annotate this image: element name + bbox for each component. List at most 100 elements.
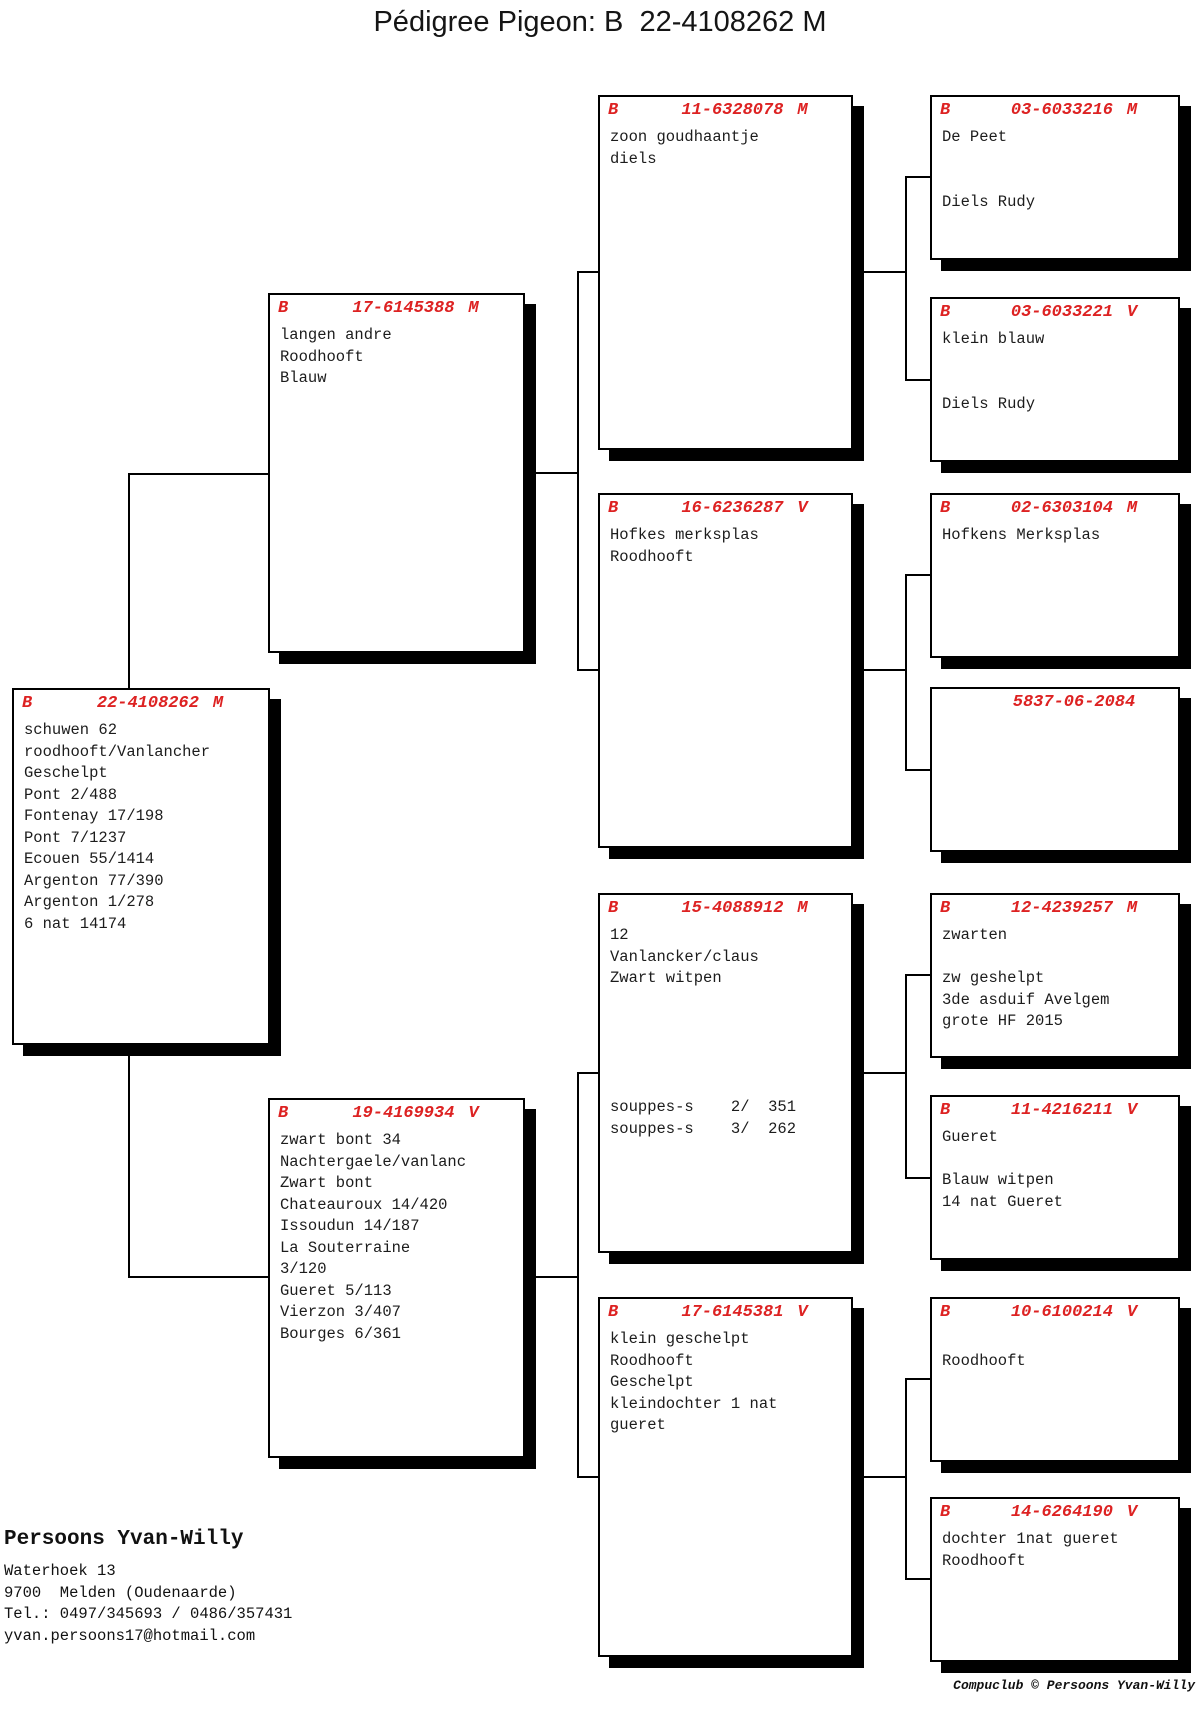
pedigree-box-mm: B 17-6145381 V klein geschelpt Roodhooft … [598,1297,853,1657]
sex-code: M [797,899,808,918]
sex-code: V [1126,1503,1138,1522]
sex-code: M [1126,499,1138,518]
pedigree-notes: schuwen 62 roodhooft/Vanlancher Geschelp… [24,721,211,933]
connector-line [905,1177,932,1179]
pedigree-notes: zwarten zw geshelpt 3de asduif Avelgem g… [942,926,1110,1030]
pedigree-box-fmm: 5837-06-2084 [930,687,1180,852]
ring-number: 5837-06-2084 [1012,693,1136,712]
ring-number: 19-4169934 [352,1104,455,1123]
country-code: B [940,1101,951,1120]
country-code: B [278,299,289,318]
connector-line [905,1578,932,1580]
pedigree-notes: Gueret Blauw witpen 14 nat Gueret [942,1128,1063,1211]
ring-number: 14-6264190 [1010,1503,1113,1522]
connector-line [577,271,600,273]
pedigree-notes: klein geschelpt Roodhooft Geschelpt klei… [610,1330,778,1434]
country-code: B [22,694,33,713]
pedigree-notes: 12 Vanlancker/claus Zwart witpen souppes… [610,926,797,1138]
country-code: B [940,1503,951,1522]
sex-code: M [1126,899,1138,918]
pedigree-notes: De Peet Diels Rudy [942,128,1036,211]
ring-header: B 19-4169934 V [270,1100,523,1125]
ring-number: 11-6328078 [681,101,784,120]
ring-header: B 17-6145381 V [600,1299,851,1324]
connector-line [853,271,905,273]
connector-line [128,1043,130,1278]
connector-line [577,271,579,671]
ring-header: B 03-6033221 V [932,299,1178,324]
pedigree-notes: zwart bont 34 Nachtergaele/vanlanc Zwart… [280,1131,467,1343]
ring-number: 03-6033216 [1010,101,1113,120]
ring-header: B 22-4108262 M [14,690,268,715]
connector-line [577,1476,600,1478]
connector-line [905,176,907,381]
sex-code: M [1126,101,1138,120]
ring-header: B 14-6264190 V [932,1499,1178,1524]
country-code: B [940,303,951,322]
sex-code: V [1126,1101,1138,1120]
pedigree-box-subject: B 22-4108262 M schuwen 62 roodhooft/Vanla… [12,688,270,1045]
pedigree-notes: Hofkes merksplas Roodhooft [610,526,759,566]
connector-line [128,1276,270,1278]
pedigree-box-fff: B 03-6033216 M De Peet Diels Rudy [930,95,1180,260]
connector-line [905,574,932,576]
country-code: B [940,1303,951,1322]
ring-number: 03-6033221 [1010,303,1113,322]
ring-number: 10-6100214 [1010,1303,1113,1322]
connector-line [577,1072,600,1074]
pedigree-box-mother: B 19-4169934 V zwart bont 34 Nachtergaele… [268,1098,525,1458]
pedigree-box-mf: B 15-4088912 M 12 Vanlancker/claus Zwart … [598,893,853,1253]
connector-line [905,1378,907,1580]
ring-number: 17-6145381 [681,1303,784,1322]
pedigree-notes: klein blauw Diels Rudy [942,330,1045,413]
connector-line [905,176,932,178]
connector-line [905,769,932,771]
connector-line [577,1072,579,1478]
connector-line [128,473,270,475]
country-code: B [278,1104,289,1123]
sex-code: M [212,694,224,713]
pedigree-box-ffm: B 03-6033221 V klein blauw Diels Rudy [930,297,1180,462]
ring-header: B 15-4088912 M [600,895,851,920]
sex-code: V [797,499,808,518]
connector-line [905,1378,932,1380]
sex-code: V [797,1303,808,1322]
sex-code: V [468,1104,479,1123]
connector-line [905,974,932,976]
country-code: B [940,101,951,120]
ring-number: 17-6145388 [352,299,455,318]
connector-line [525,472,577,474]
connector-line [128,473,130,690]
connector-line [853,1476,905,1478]
sex-code: V [1126,303,1138,322]
ring-number: 15-4088912 [681,899,784,918]
ring-header: B 03-6033216 M [932,97,1178,122]
software-credit: Compuclub © Persoons Yvan-Willy [953,1678,1195,1693]
country-code: B [940,899,951,918]
pedigree-notes: Hofkens Merksplas [942,526,1101,544]
ring-number: 16-6236287 [681,499,784,518]
owner-name: Persoons Yvan-Willy [4,1528,244,1551]
country-code: B [608,1303,619,1322]
owner-info: Persoons Yvan-Willy Waterhoek 13 9700 Me… [4,1528,292,1647]
connector-line [577,669,600,671]
country-code: B [608,101,619,120]
ring-number: 22-4108262 [96,694,199,713]
connector-line [905,574,907,771]
sex-code: M [797,101,808,120]
connector-line [905,379,932,381]
connector-line [853,669,905,671]
country-code: B [608,899,619,918]
